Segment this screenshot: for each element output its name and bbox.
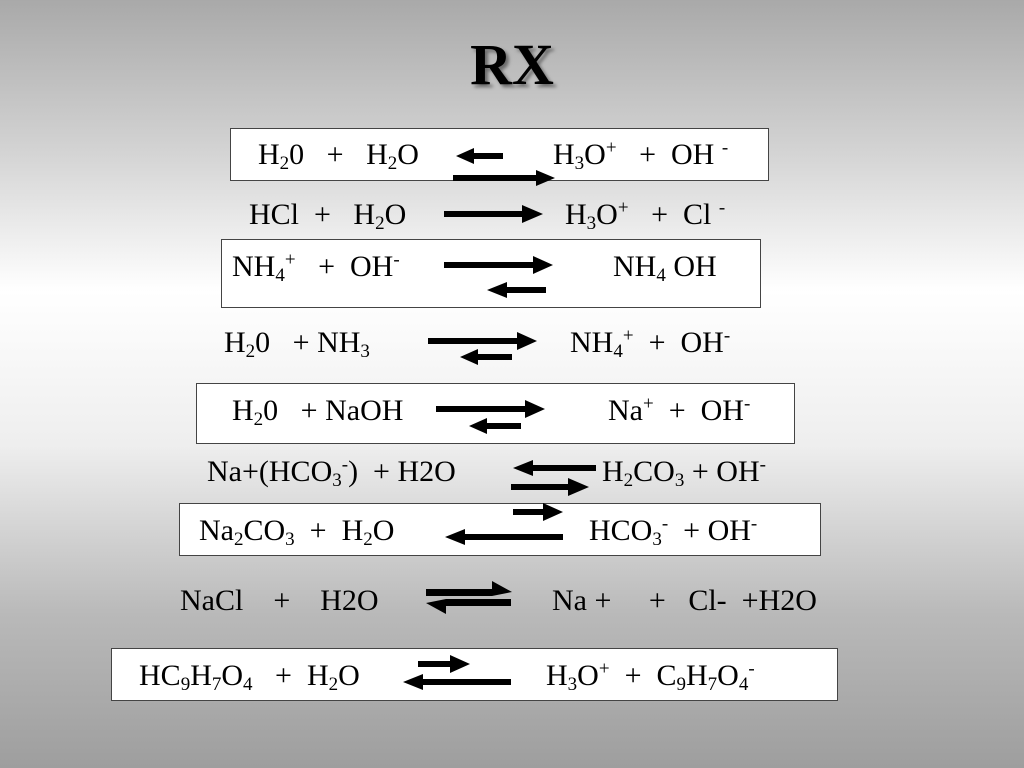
reaction-5-products: Na+ + OH-	[608, 393, 751, 427]
subscript: 7	[211, 673, 222, 695]
arrow-right-icon	[444, 205, 543, 223]
subscript: 3	[567, 673, 578, 695]
reaction-9-products: H3O+ + C9H7O4-	[546, 658, 755, 695]
reaction-4-reactants: H20 + NH3	[224, 326, 370, 362]
subscript: 4	[243, 673, 253, 695]
subscript: 2	[387, 152, 398, 174]
arrow-left-icon	[460, 349, 512, 365]
superscript: -	[743, 393, 751, 415]
subscript: 9	[676, 673, 687, 695]
subscript: 7	[707, 673, 718, 695]
arrow-right-icon	[428, 332, 537, 350]
subscript: 3	[285, 528, 295, 550]
reaction-3-products: NH4 OH	[613, 250, 717, 286]
superscript: +	[617, 197, 629, 219]
superscript: -	[341, 454, 349, 476]
superscript: -	[723, 325, 731, 347]
superscript: -	[393, 249, 400, 271]
reaction-8-reactants: NaCl + H2O	[180, 584, 379, 617]
reaction-2-reactants: HCl + H2O	[249, 198, 407, 234]
reaction-7-reactants: Na2CO3 + H2O	[199, 514, 395, 550]
subscript: 2	[233, 528, 244, 550]
superscript: +	[598, 658, 610, 680]
subscript: 4	[613, 340, 623, 362]
subscript: 2	[245, 340, 256, 362]
subscript: 4	[738, 673, 749, 695]
subscript: 3	[360, 340, 370, 362]
superscript: -	[721, 137, 729, 159]
arrow-right-icon	[426, 581, 512, 596]
reaction-8-products: Na + + Cl- +H2O	[552, 584, 817, 617]
arrow-right-icon	[511, 478, 589, 496]
subscript: 3	[586, 212, 597, 234]
subscript: 9	[180, 673, 191, 695]
subscript: 2	[623, 469, 634, 491]
subscript: 2	[375, 212, 385, 234]
superscript: -	[750, 513, 758, 535]
subscript: 3	[574, 152, 585, 174]
subscript: 3	[332, 469, 342, 491]
reaction-8-arrows	[426, 581, 512, 614]
subscript: 2	[328, 673, 339, 695]
reaction-9-reactants: HC9H7O4 + H2O	[139, 659, 360, 695]
reaction-4-products: NH4+ + OH-	[570, 325, 731, 362]
reaction-3-reactants: NH4+ + OH-	[232, 249, 400, 286]
reaction-2-arrows	[444, 205, 543, 223]
superscript: +	[284, 249, 296, 271]
slide-title: RX	[470, 32, 554, 97]
subscript: 3	[674, 469, 685, 491]
superscript: +	[642, 393, 654, 415]
reaction-7-products: HCO3- + OH-	[589, 513, 758, 550]
reaction-1-reactants: H20 + H2O	[258, 138, 419, 174]
subscript: 2	[253, 408, 264, 430]
subscript: 2	[279, 152, 290, 174]
subscript: 3	[652, 528, 662, 550]
reaction-1-products: H3O+ + OH -	[553, 137, 729, 174]
reaction-6-arrows	[511, 460, 596, 496]
reaction-6-reactants: Na+(HCO3-) + H2O	[207, 454, 456, 491]
superscript: -	[759, 454, 766, 476]
superscript: -	[718, 197, 726, 219]
subscript: 4	[275, 264, 285, 286]
reaction-6-products: H2CO3 + OH-	[602, 454, 766, 491]
arrow-left-icon	[513, 460, 596, 476]
reaction-4-arrows	[428, 332, 537, 365]
superscript: -	[661, 513, 669, 535]
reaction-5-reactants: H20 + NaOH	[232, 394, 404, 430]
subscript: 2	[363, 528, 373, 550]
superscript: -	[748, 658, 755, 680]
superscript: +	[622, 325, 634, 347]
superscript: +	[605, 137, 617, 159]
reaction-2-products: H3O+ + Cl -	[565, 197, 726, 234]
arrow-left-icon	[426, 599, 511, 614]
subscript: 4	[656, 264, 666, 286]
